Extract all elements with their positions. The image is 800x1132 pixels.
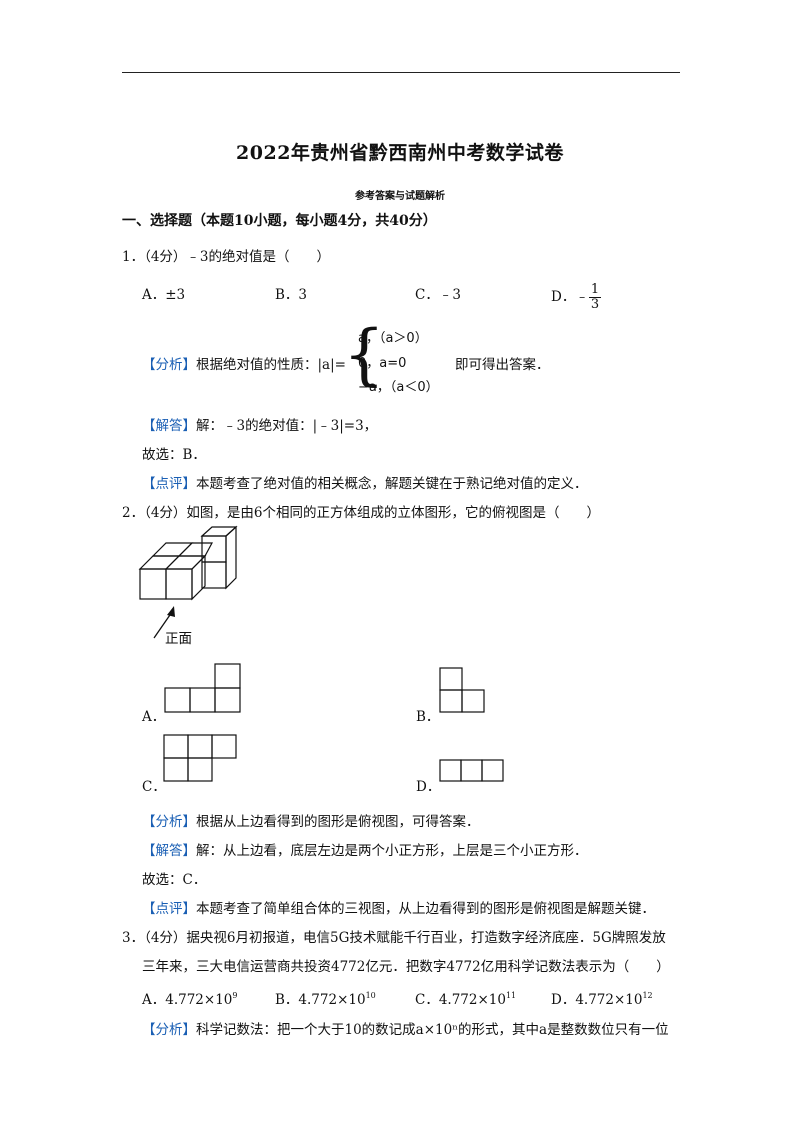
analysis-tag: 【分析】: [142, 357, 196, 373]
q1-comment: 【点评】本题考查了绝对值的相关概念，解题关键在于熟记绝对值的定义．: [142, 472, 588, 492]
q3-stem-line1: 3．（4分）据央视6月初报道，电信5G技术赋能千行百业，打造数字经济底座．5G牌…: [122, 930, 666, 946]
q3-option-d-exponent: 12: [642, 991, 653, 1000]
q1-option-d-label: D．﹣: [551, 289, 589, 305]
q3-option-b-exponent: 10: [365, 991, 376, 1000]
case-negative: −a，（a＜0）: [358, 380, 439, 395]
q3-option-d: D．4.772×1012: [551, 988, 653, 1008]
q1-analysis-text: 根据绝对值的性质：|a|=: [196, 357, 346, 373]
q1-choose: 故选：B．: [142, 447, 206, 463]
q3-option-c: C．4.772×1011: [415, 988, 516, 1008]
q3-option-a: A．4.772×109: [142, 988, 237, 1008]
q3-option-c-text: C．4.772×10: [415, 992, 506, 1008]
q3-option-c-exponent: 11: [505, 991, 517, 1000]
q3-option-a-text: A．4.772×10: [142, 992, 233, 1008]
q2-option-b-label: B．: [416, 709, 440, 725]
q1-comment-text: 本题考查了绝对值的相关概念，解题关键在于熟记绝对值的定义．: [196, 476, 588, 492]
q2-choose: 故选：C．: [142, 872, 207, 888]
q3-option-a-exponent: 9: [232, 991, 238, 1000]
q1-option-b: B．3: [275, 287, 308, 303]
q1-answer: 【解答】解：﹣3的绝对值：|﹣3|=3，: [142, 414, 377, 434]
page-title: 2022年贵州省黔西南州中考数学试卷: [236, 142, 564, 164]
q3-analysis: 【分析】科学记数法：把一个大于10的数记成a×10ⁿ的形式，其中a是整数数位只有…: [142, 1018, 669, 1038]
analysis-tag: 【分析】: [142, 1022, 196, 1038]
front-label: 正面: [165, 631, 192, 647]
case-positive: a，（a＞0）: [358, 331, 428, 346]
fraction-denominator: 3: [590, 297, 600, 312]
q1-analysis-end: 即可得出答案．: [455, 357, 550, 373]
q2-option-c-label: C．: [142, 779, 166, 795]
comment-tag: 【点评】: [142, 476, 196, 492]
case-zero: 0，a=0: [358, 356, 407, 371]
q1-stem: 1．（4分）﹣3的绝对值是（ ）: [122, 249, 331, 265]
answer-tag: 【解答】: [142, 843, 196, 859]
q2-option-a-label: A．: [142, 709, 166, 725]
q2-answer: 【解答】解：从上边看，底层左边是两个小正方形，上层是三个小正方形．: [142, 839, 588, 859]
q2-answer-text: 解：从上边看，底层左边是两个小正方形，上层是三个小正方形．: [196, 843, 588, 859]
q1-option-a: A．±3: [142, 287, 186, 303]
q1-option-c: C．﹣3: [415, 287, 461, 303]
q3-stem-line2: 三年来，三大电信运营商共投资4772亿元．把数字4772亿用科学记数法表示为（ …: [142, 959, 670, 975]
cases-brace: {: [343, 316, 385, 393]
q2-comment: 【点评】本题考查了简单组合体的三视图，从上边看得到的图形是俯视图是解题关键．: [142, 897, 655, 917]
q1-analysis: 【分析】根据绝对值的性质：|a|=: [142, 353, 346, 373]
q2-stem: 2．（4分）如图，是由6个相同的正方体组成的立体图形，它的俯视图是（ ）: [122, 505, 601, 521]
fraction-numerator: 1: [588, 282, 602, 298]
q2-option-d-label: D．: [416, 779, 441, 795]
q3-option-b-text: B．4.772×10: [275, 992, 366, 1008]
top-rule: [122, 72, 680, 73]
q3-option-d-text: D．4.772×10: [551, 992, 643, 1008]
q2-comment-text: 本题考查了简单组合体的三视图，从上边看得到的图形是俯视图是解题关键．: [196, 901, 655, 917]
comment-tag: 【点评】: [142, 901, 196, 917]
q2-analysis-text: 根据从上边看得到的图形是俯视图，可得答案．: [196, 814, 480, 830]
q3-option-b: B．4.772×1010: [275, 988, 376, 1008]
q1-answer-text: 解：﹣3的绝对值：|﹣3|=3，: [196, 418, 378, 434]
q3-analysis-text: 科学记数法：把一个大于10的数记成a×10ⁿ的形式，其中a是整数数位只有一位: [196, 1022, 669, 1038]
analysis-tag: 【分析】: [142, 814, 196, 830]
answer-tag: 【解答】: [142, 418, 196, 434]
q2-analysis: 【分析】根据从上边看得到的图形是俯视图，可得答案．: [142, 810, 480, 830]
section-heading: 一、选择题（本题10小题，每小题4分，共40分）: [122, 213, 437, 229]
page-subtitle: 参考答案与试题解析: [355, 191, 445, 202]
